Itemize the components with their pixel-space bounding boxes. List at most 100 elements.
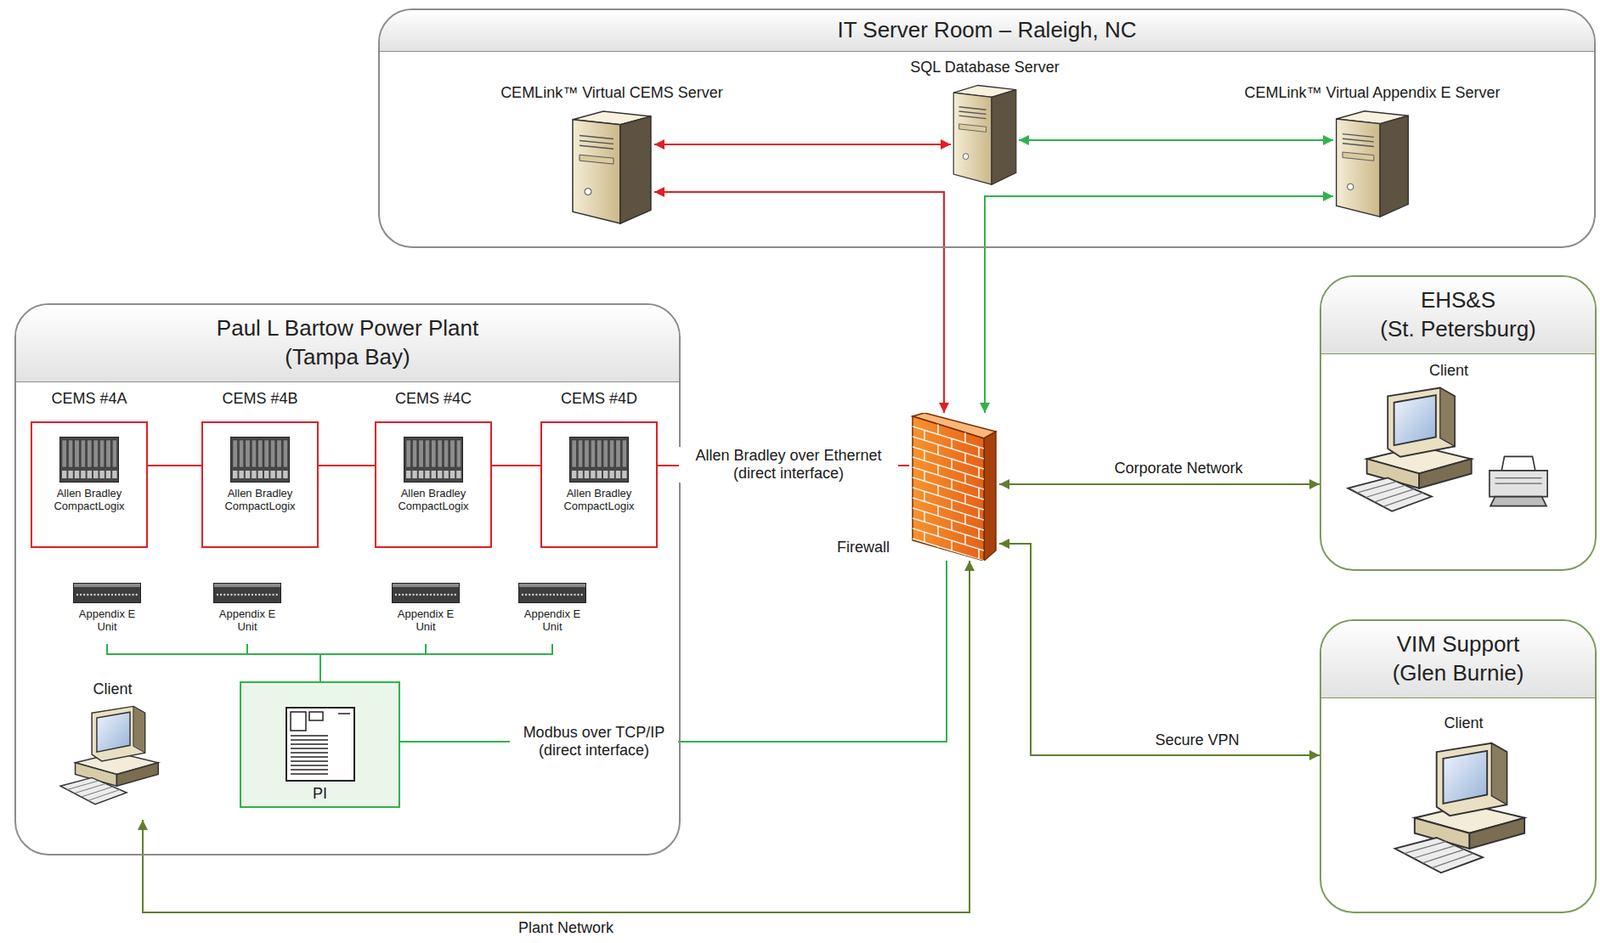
fw-node: Firewall [836,412,999,566]
plc-rack-icon-graphic [59,436,119,483]
site-region: Paul L Bartow Power Plant (Tampa Bay) CEM… [14,303,681,856]
network-link [142,560,970,913]
appx-node: Appendix E Unit [505,582,600,645]
network-link [147,464,202,467]
device-label: Appendix E Unit [210,608,284,634]
plc-rack-icon [230,436,290,483]
network-link [247,644,321,682]
client-pc-icon [1392,738,1536,882]
cems-enclosure: Allen Bradley CompactLogix [201,421,319,549]
network-link [654,143,951,146]
site-region: IT Server Room – Raleigh, NC CEMLink™ Vir… [378,8,1596,249]
network-link [400,560,947,742]
network-link [318,464,375,467]
site-region: VIM Support (Glen Burnie) Client [1319,619,1597,914]
network-link [984,196,1334,413]
region-title: IT Server Room – Raleigh, NC [836,16,1137,46]
firewall-label: Firewall [836,538,890,557]
device-label: Allen Bradley CompactLogix [37,487,142,514]
region-title: VIM Support (Glen Burnie) [1392,630,1525,689]
srv-node: CEMLink™ Virtual CEMS Server [475,83,748,227]
region-header: VIM Support (Glen Burnie) [1321,621,1595,699]
link-label: Corporate Network [1110,459,1246,478]
network-link [999,543,1320,756]
client-label: Client [1443,713,1483,734]
client-label: Client [92,679,132,700]
network-link [491,464,541,467]
device-label: Appendix E Unit [70,608,144,634]
region-title: Paul L Bartow Power Plant (Tampa Bay) [216,314,479,373]
server-icon [1333,107,1412,219]
device-label: Allen Bradley CompactLogix [381,487,486,514]
appendix-unit-icon [73,582,142,604]
server-label: CEMLink™ Virtual CEMS Server [500,83,724,103]
link-label: Modbus over TCP/IP (direct interface) [509,723,679,759]
pc-node: Client [1389,713,1538,897]
pcp-node: Client [1338,361,1560,540]
client-equipment [1345,385,1552,517]
cems-node: CEMS #4C Allen Bradley CompactLogix [374,386,492,549]
cems-enclosure: Allen Bradley CompactLogix [30,421,148,549]
device-label: Appendix E Unit [389,608,463,634]
cems-enclosure: Allen Bradley CompactLogix [374,421,492,549]
server-icon-graphic [569,107,655,226]
pi-server-icon-graphic [285,706,356,782]
firewall-icon [909,412,1000,561]
device-label: Allen Bradley CompactLogix [208,487,312,514]
plc-rack-icon-graphic [403,436,464,483]
server-label: SQL Database Server [910,57,1059,78]
plc-rack-icon [403,436,464,483]
appendix-unit-icon [518,582,587,604]
network-link [657,464,910,467]
appx-node: Appendix E Unit [60,582,154,645]
link-label: Plant Network [514,919,617,938]
link-label: Secure VPN [1151,731,1243,750]
region-header: IT Server Room – Raleigh, NC [379,10,1595,52]
plc-rack-icon [59,436,119,483]
pi-node: PI [239,681,401,809]
server-label: CEMLink™ Virtual Appendix E Server [1244,83,1501,103]
firewall-icon-graphic [909,412,1000,561]
plc-rack-icon-graphic [569,436,629,483]
client-pc-icon [1345,385,1482,517]
client-label: Client [1429,361,1469,381]
server-icon-graphic [950,82,1019,187]
cems-enclosure: Allen Bradley CompactLogix [540,421,658,549]
cems-node: CEMS #4A Allen Bradley CompactLogix [30,386,148,549]
device-label: Allen Bradley CompactLogix [547,487,651,514]
pi-label: PI [312,785,328,804]
client-pc-icon [58,704,167,809]
printer-icon-graphic [1485,453,1552,510]
cems-heading: CEMS #4B [221,386,298,411]
region-header: EHS&S (St. Petersburg) [1321,277,1595,355]
network-link [654,192,945,413]
appendix-unit-icon [213,582,282,604]
srv-node: SQL Database Server [899,57,1070,194]
appx-node: Appendix E Unit [200,582,294,645]
site-region: EHS&S (St. Petersburg) Client [1319,275,1597,572]
link-label: Allen Bradley over Ethernet (direct inte… [678,446,899,482]
network-link [107,644,321,682]
server-icon-graphic [1333,107,1412,219]
cems-node: CEMS #4DAllen Bradley CompactLogix [540,386,658,549]
appendix-unit-icon-graphic [518,582,587,604]
plc-rack-icon [569,436,629,483]
server-icon [569,107,655,226]
cems-node: CEMS #4B Allen Bradley CompactLogix [201,386,319,549]
network-link [320,644,426,682]
pi-server-icon [285,706,356,782]
server-icon [950,82,1019,187]
srv-node: CEMLink™ Virtual Appendix E Server [1227,83,1517,220]
cems-heading: CEMS #4C [395,386,472,411]
appendix-unit-icon-graphic [213,582,282,604]
appendix-unit-icon-graphic [73,582,142,604]
plc-rack-icon-graphic [230,436,290,483]
cems-heading: CEMS #4A [50,386,127,411]
client-pc-icon-graphic [58,704,167,809]
printer-icon [1485,453,1552,510]
client-pc-icon-graphic [1392,738,1536,882]
appx-node: Appendix E Unit [378,582,473,645]
region-header: Paul L Bartow Power Plant (Tampa Bay) [16,305,679,383]
client-pc-icon-graphic [1345,385,1482,517]
